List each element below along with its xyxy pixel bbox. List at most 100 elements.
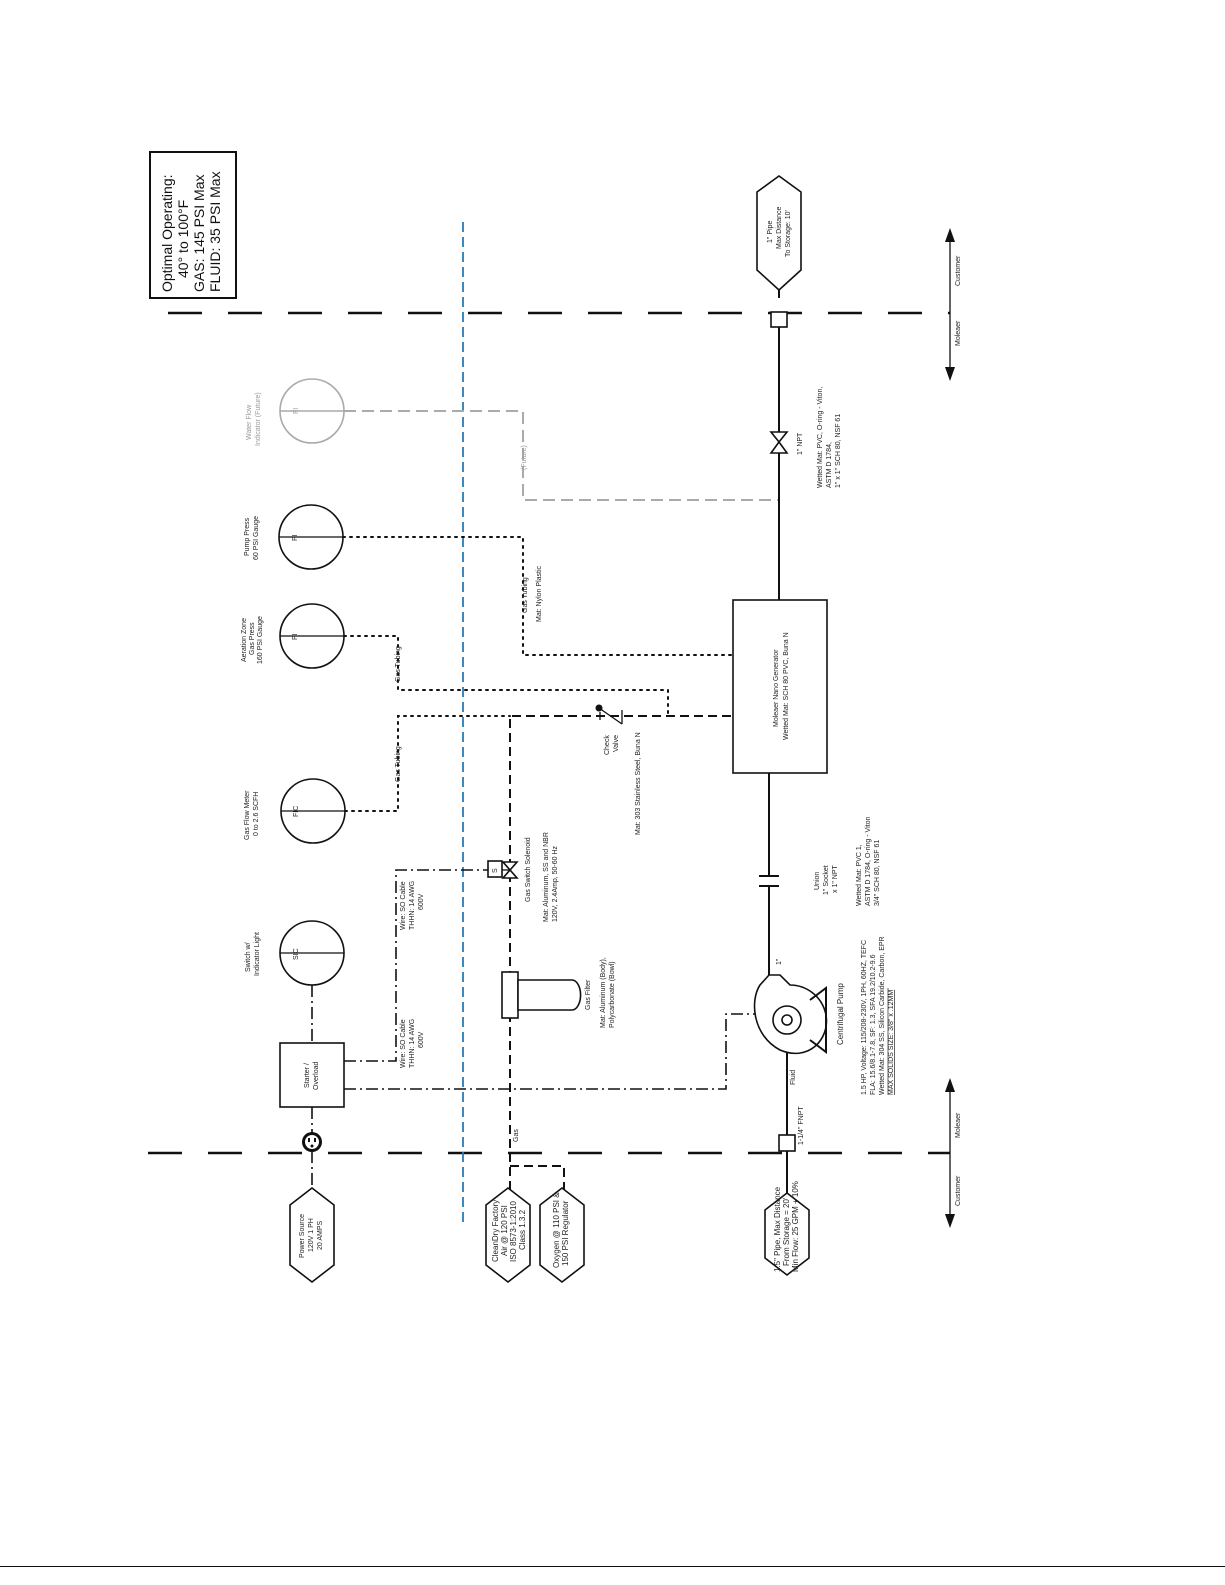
water-flow-label-1: Water Flow <box>246 404 253 440</box>
pump-press-label-1: Pump Press <box>244 517 251 556</box>
aeration-zone-gauge: PI Aeration Zone Gas Press 160 PSI Gauge <box>241 603 345 669</box>
gas-tubing-material: Mat: Nylon Plastic <box>536 565 543 622</box>
discharge-line-2: Max Distance <box>776 206 783 249</box>
solenoid-material-1: Mat: Aluminum, SS and NBR <box>543 832 550 922</box>
nano-generator: Moleaer Nano Generator Wetted Mat: SCH 8… <box>732 599 828 774</box>
suction-fitting <box>778 1134 796 1152</box>
check-valve <box>595 704 623 725</box>
water-flow-indicator-future: FI Water Flow Indicator (Future) (Future… <box>246 378 779 501</box>
boundary-arrow-bottom: Moleaer Customer <box>945 1078 962 1228</box>
pump-name: Centrifugal Pump <box>836 983 845 1045</box>
solenoid-material-2: 120V, 2.4Amp, 50-60 Hz <box>552 845 559 922</box>
air-line-3: ISO 8573-1:2010 <box>509 1201 518 1262</box>
fluid-label: Fluid <box>790 1070 797 1085</box>
union-label-2: 1" Socket <box>823 865 830 895</box>
ball-valve <box>769 431 789 454</box>
air-line-1: CleanDry Factory <box>491 1200 500 1262</box>
air-line-4: Class 1.3.2 <box>518 1209 527 1250</box>
gas-flow-label-1: Gas Flow Meter <box>244 790 251 840</box>
switch-tag: SIC <box>293 948 300 960</box>
cable-b-line-2: THHN: 14 AWG <box>409 1019 416 1068</box>
moleaer-label-top: Moleaer <box>955 320 962 346</box>
water-flow-label-2: Indicator (Future) <box>255 392 262 446</box>
cable-a-line-3: 600V <box>418 893 425 910</box>
electrical-wiring <box>311 869 770 1205</box>
power-source: Power Source 120V 1 PH 20 AMPS <box>289 1186 335 1284</box>
generator-line-2: Wetted Mat: SCH 80 PVC, Buna N <box>783 632 790 740</box>
one-inch-label: 1" <box>776 958 783 965</box>
gas-flow-tubing <box>344 715 511 812</box>
oxygen-line-1: Oxygen @ 110 PSI & <box>552 1192 561 1268</box>
solenoid-tag: S <box>492 868 499 873</box>
union-material-3: 3/4" SCH 80, NSF 61 <box>874 840 881 906</box>
aeration-tubing <box>343 635 669 717</box>
suction-line-3: Min Flow: 25 GPM + 10% <box>791 1181 800 1272</box>
starter-line-1: Starter / <box>304 1063 311 1088</box>
gas-filter-material-2: Polycarbonate (Bowl) <box>609 961 616 1028</box>
moleaer-label-bottom: Moleaer <box>955 1112 962 1138</box>
discharge-line-3: To Storage: 10' <box>785 210 792 257</box>
pipe-union <box>759 875 779 887</box>
oxygen-line-2: 150 PSI Regulator <box>561 1200 570 1266</box>
cable-label-a: Wire: SO Cable THHN: 14 AWG 600V <box>400 881 425 930</box>
union-label-3: x 1" NPT <box>832 865 839 893</box>
switch-label-1: Switch w/ <box>245 942 252 972</box>
starter-line-2: Overload <box>313 1061 320 1090</box>
gas-flow-meter: FIC Gas Flow Meter 0 to 2.6 SCFH <box>244 778 346 844</box>
customer-label-top: Customer <box>955 255 962 286</box>
cable-b-line-1: Wire: SO Cable <box>400 1019 407 1068</box>
pump-press-label-2: 60 PSI Gauge <box>253 516 260 560</box>
operating-gas: GAS: 145 PSI Max <box>191 175 207 293</box>
oxygen-source: Oxygen @ 110 PSI & 150 PSI Regulator <box>539 1186 585 1284</box>
operating-fluid: FLUID: 35 PSI Max <box>207 171 223 292</box>
power-outlet-icon <box>302 1132 322 1152</box>
gas-supply-line <box>509 715 734 1190</box>
switch-label-2: Indicator Light <box>254 932 261 976</box>
operating-title: Optimal Operating: <box>159 175 175 293</box>
pump-press-gauge: PI Pump Press 60 PSI Gauge <box>244 504 344 570</box>
factory-air-source: CleanDry Factory Air @ 120 PSI ISO 8573-… <box>485 1186 531 1284</box>
gas-filter <box>501 971 582 1019</box>
check-valve-label-1: Check <box>604 735 611 755</box>
gas-label: Gas <box>513 1129 520 1142</box>
cable-b-line-3: 600V <box>418 1031 425 1048</box>
union-material-1: Wetted Mat: PVC 1, <box>856 844 863 906</box>
aeration-label-2: Gas Press <box>249 622 256 655</box>
suction-line-2: From Storage = 20' <box>782 1197 791 1266</box>
operating-temp: 40° to 100°F <box>175 200 191 278</box>
pump-spec-2: FLA: 15.6/8.1-7.8, SF: 1.3, SFA 19.2/10.… <box>870 954 877 1095</box>
aeration-tag: PI <box>292 633 299 640</box>
valve-material-1: Wetted Mat: PVC, O-ring - Viton, <box>817 387 824 488</box>
power-line-3: 20 AMPS <box>317 1220 324 1250</box>
operating-conditions-box: Optimal Operating: 40° to 100°F GAS: 145… <box>149 151 237 299</box>
cable-a-line-2: THHN: 14 AWG <box>409 881 416 930</box>
aeration-label-3: 160 PSI Gauge <box>257 616 264 664</box>
suction-fitting-label: 1-1/4" FNPT <box>798 1106 805 1145</box>
valve-size: 1" NPT <box>797 432 804 455</box>
pump-press-tag: PI <box>292 534 299 541</box>
aeration-label-1: Aeration Zone <box>241 618 248 662</box>
power-line-1: Power Source <box>299 1214 306 1258</box>
pump-spec-4: MAX SOLIDS SIZE: 3/8" x .12MM <box>888 990 895 1095</box>
future-label: (Future) <box>521 445 528 470</box>
valve-material-2: ASTM D 1784, <box>826 442 833 488</box>
suction-source: 1.5" Pipe, Max Distance From Storage = 2… <box>764 1181 810 1277</box>
gas-filter-material-1: Mat: Aluminum (Body), <box>600 957 607 1028</box>
union-material-2: ASTM D 1784, O-ring - Viton <box>865 817 872 906</box>
customer-label-bottom: Customer <box>955 1175 962 1206</box>
pump-press-tubing <box>342 536 734 656</box>
gas-flow-label-2: 0 to 2.6 SCFH <box>253 792 260 836</box>
check-valve-material: Mat: 303 Stainless Steel, Buna N <box>635 732 642 835</box>
discharge-tank: 1" Pipe Max Distance To Storage: 10' <box>756 175 802 292</box>
suction-line-1: 1.5" Pipe, Max Distance <box>773 1186 782 1272</box>
centrifugal-pump <box>753 974 828 1055</box>
cable-a-line-1: Wire: SO Cable <box>400 881 407 930</box>
gas-flow-tag: FIC <box>293 806 300 817</box>
gas-tubing-label-2: Gas Tubing <box>395 646 402 682</box>
gas-switch-solenoid: S <box>487 860 519 879</box>
check-valve-label-2: Valve <box>613 735 620 752</box>
air-line-2: Air @ 120 PSI <box>500 1205 509 1256</box>
gas-filter-name: Gas Filter <box>585 979 592 1010</box>
discharge-line-1: 1" Pipe <box>767 221 774 243</box>
